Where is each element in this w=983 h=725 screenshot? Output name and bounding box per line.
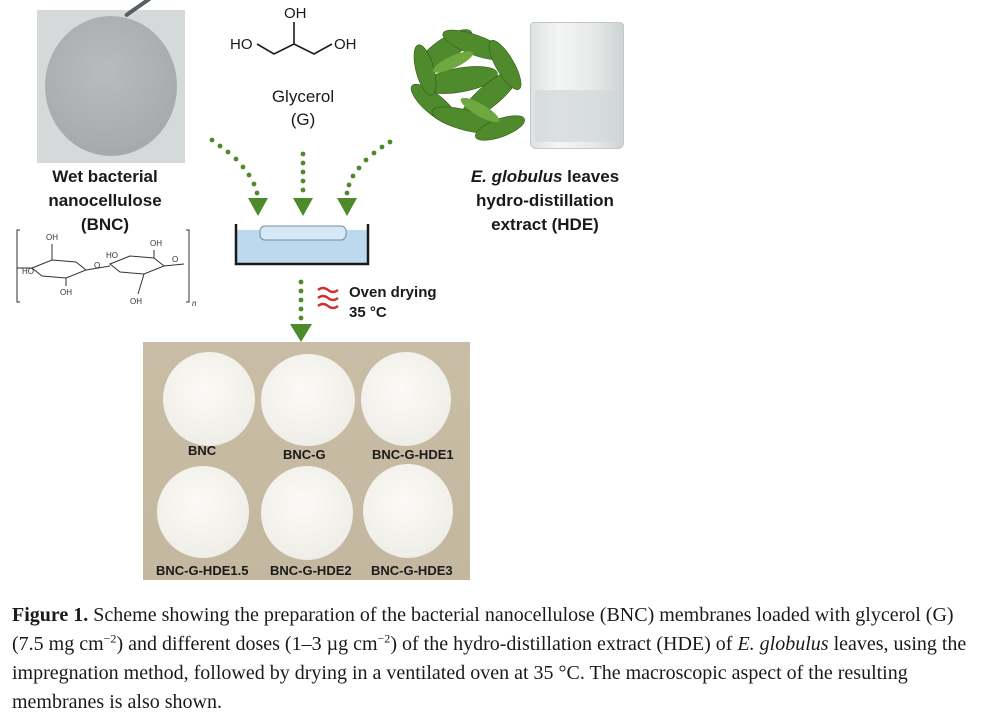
arrow-head-down xyxy=(290,324,312,342)
eucalyptus-leaves xyxy=(410,29,525,141)
bnc-label-line3: (BNC) xyxy=(80,215,130,234)
membrane-bnc-g-hde3 xyxy=(363,464,453,558)
membrane-bnc xyxy=(163,352,255,446)
membrane-bnc-g-hde1-5 xyxy=(157,466,249,558)
arrow-head-right xyxy=(337,198,357,216)
cellulose-ho-2: HO xyxy=(106,251,118,260)
cellulose-oh-2: OH xyxy=(60,288,72,297)
membrane-label-2: BNC-G xyxy=(283,447,326,462)
membrane-bnc-g xyxy=(261,354,355,446)
arrow-head-left xyxy=(248,198,268,216)
process-arrows xyxy=(209,137,393,342)
cellulose-o-end: O xyxy=(172,255,178,264)
cellulose-oh-4: OH xyxy=(130,297,142,306)
membranes-photo: BNC BNC-G BNC-G-HDE1 BNC-G-HDE1.5 BNC-G-… xyxy=(143,342,470,580)
membrane-label-1: BNC xyxy=(188,443,217,458)
caption-species: E. globulus xyxy=(737,633,829,655)
hde-label-line3: extract (HDE) xyxy=(491,215,599,234)
glycerol-name: Glycerol xyxy=(271,87,335,106)
glycerol-structure: OH HO OH xyxy=(230,5,357,55)
cellulose-oh-1: OH xyxy=(46,233,58,242)
glucose-ring-1 xyxy=(31,259,87,279)
wet-bnc-photo xyxy=(37,0,185,163)
caption-part2: ) and different doses (1–3 µg cm xyxy=(116,633,378,655)
membrane-bnc-g-hde1 xyxy=(361,352,451,446)
bracket-right xyxy=(186,229,190,303)
impregnation-container xyxy=(234,224,370,266)
caption-part4: leaves, using the impregnation method, f… xyxy=(12,633,967,713)
hde-liquid xyxy=(535,90,619,142)
leaves-beaker-photo xyxy=(405,10,630,152)
membrane-label-6: BNC-G-HDE3 xyxy=(371,563,453,578)
cellulose-o-link: O xyxy=(94,261,100,270)
caption-sup2: −2 xyxy=(377,631,391,646)
caption-label: Figure 1. xyxy=(12,604,89,626)
glucose-ring-2 xyxy=(109,255,165,275)
bnc-label-line2: nanocellulose xyxy=(48,191,162,210)
cellulose-n: n xyxy=(192,299,197,308)
bnc-membrane-disc xyxy=(45,16,177,156)
arrow-head-center xyxy=(293,198,313,216)
container-membrane xyxy=(259,225,347,241)
cellulose-oh-3: OH xyxy=(150,239,162,248)
hde-species: E. globulus xyxy=(470,167,563,186)
hde-leaves-word: leaves xyxy=(562,167,620,186)
hde-label-line2: hydro-distillation xyxy=(476,191,614,210)
glycerol-abbrev: (G) xyxy=(290,110,316,129)
membrane-label-4: BNC-G-HDE1.5 xyxy=(156,563,249,578)
caption-part1: Scheme showing the preparation of the ba… xyxy=(12,604,954,655)
glycerol-backbone xyxy=(256,43,333,55)
membrane-label-5: BNC-G-HDE2 xyxy=(270,563,352,578)
membrane-label-3: BNC-G-HDE1 xyxy=(372,447,454,462)
figure-caption: Figure 1. Scheme showing the preparation… xyxy=(12,601,972,717)
glycerol-oh-top: OH xyxy=(284,5,307,22)
beaker xyxy=(530,22,624,149)
tweezer xyxy=(123,0,159,18)
membrane-bnc-g-hde2 xyxy=(261,466,353,560)
heat-icon xyxy=(317,286,339,310)
glycerol-oh-right: OH xyxy=(334,36,357,53)
oven-label-line2: 35 °C xyxy=(349,304,387,321)
container-walls xyxy=(234,224,370,266)
bracket-left xyxy=(16,229,20,303)
glycerol-ho-left: HO xyxy=(230,36,253,53)
cellulose-ho-1: HO xyxy=(22,267,34,276)
bnc-label-line1: Wet bacterial xyxy=(52,167,158,186)
oven-label-line1: Oven drying xyxy=(349,284,437,301)
caption-part3: ) of the hydro-distillation extract (HDE… xyxy=(390,633,738,655)
cellulose-structure: OH HO OH HO OH OH O O n xyxy=(16,229,197,308)
caption-sup1: −2 xyxy=(103,631,117,646)
hde-label-line1: E. globulus leaves xyxy=(445,165,645,188)
